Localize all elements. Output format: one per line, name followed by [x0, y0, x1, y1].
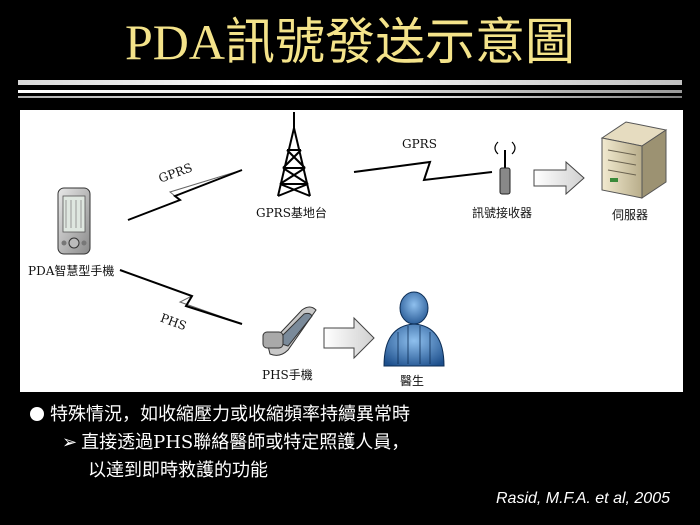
phs-phone-label: PHS手機: [262, 368, 313, 382]
sub-bullet-item: ➢直接透過PHS聯絡醫師或特定照護人員，: [62, 430, 409, 456]
signal-diagram: GPRS GPRS基地台 GPRS 訊號接收器 伺服器 PDA智慧型手機 PHS…: [20, 110, 683, 392]
slide-title: PDA訊號發送示意圖: [124, 14, 576, 70]
arrow-right-icon: [533, 160, 585, 196]
gprs-right-label: GPRS: [402, 137, 437, 151]
sub-bullet-arrow-icon: ➢: [62, 432, 78, 453]
sub-bullet-text: 直接透過PHS聯絡醫師或特定照護人員，: [81, 432, 410, 453]
title-divider-line: [18, 90, 682, 93]
phs-phone-icon: [262, 306, 317, 356]
phs-signal: [119, 269, 243, 325]
bullet-item: 特殊情況，如收縮壓力或收縮頻率持續異常時: [30, 402, 410, 428]
sub-bullet-continuation: 以達到即時救護的功能: [88, 460, 268, 481]
server-label: 伺服器: [612, 208, 649, 222]
gprs-station-label: GPRS基地台: [256, 206, 327, 220]
receiver-label: 訊號接收器: [472, 206, 533, 220]
bullet-dot-icon: [30, 407, 44, 421]
title-divider-line: [18, 80, 682, 85]
receiver-icon: [494, 141, 516, 195]
arrow-right-icon: [323, 316, 375, 360]
gprs-signal-right: [353, 160, 493, 182]
pda-icon: [57, 187, 91, 255]
citation: Rasid, M.F.A. et al, 2005: [495, 490, 670, 507]
pda-label: PDA智慧型手機: [28, 264, 115, 278]
bullet-text: 特殊情況，如收縮壓力或收縮頻率持續異常時: [50, 404, 410, 425]
gprs-tower-icon: [277, 112, 311, 197]
doctor-label: 醫生: [400, 374, 425, 388]
gprs-signal-left: [127, 169, 243, 221]
server-icon: [600, 121, 668, 199]
diagram-graphics: [57, 112, 668, 367]
doctor-icon: [383, 291, 445, 367]
title-divider-line: [18, 96, 682, 98]
